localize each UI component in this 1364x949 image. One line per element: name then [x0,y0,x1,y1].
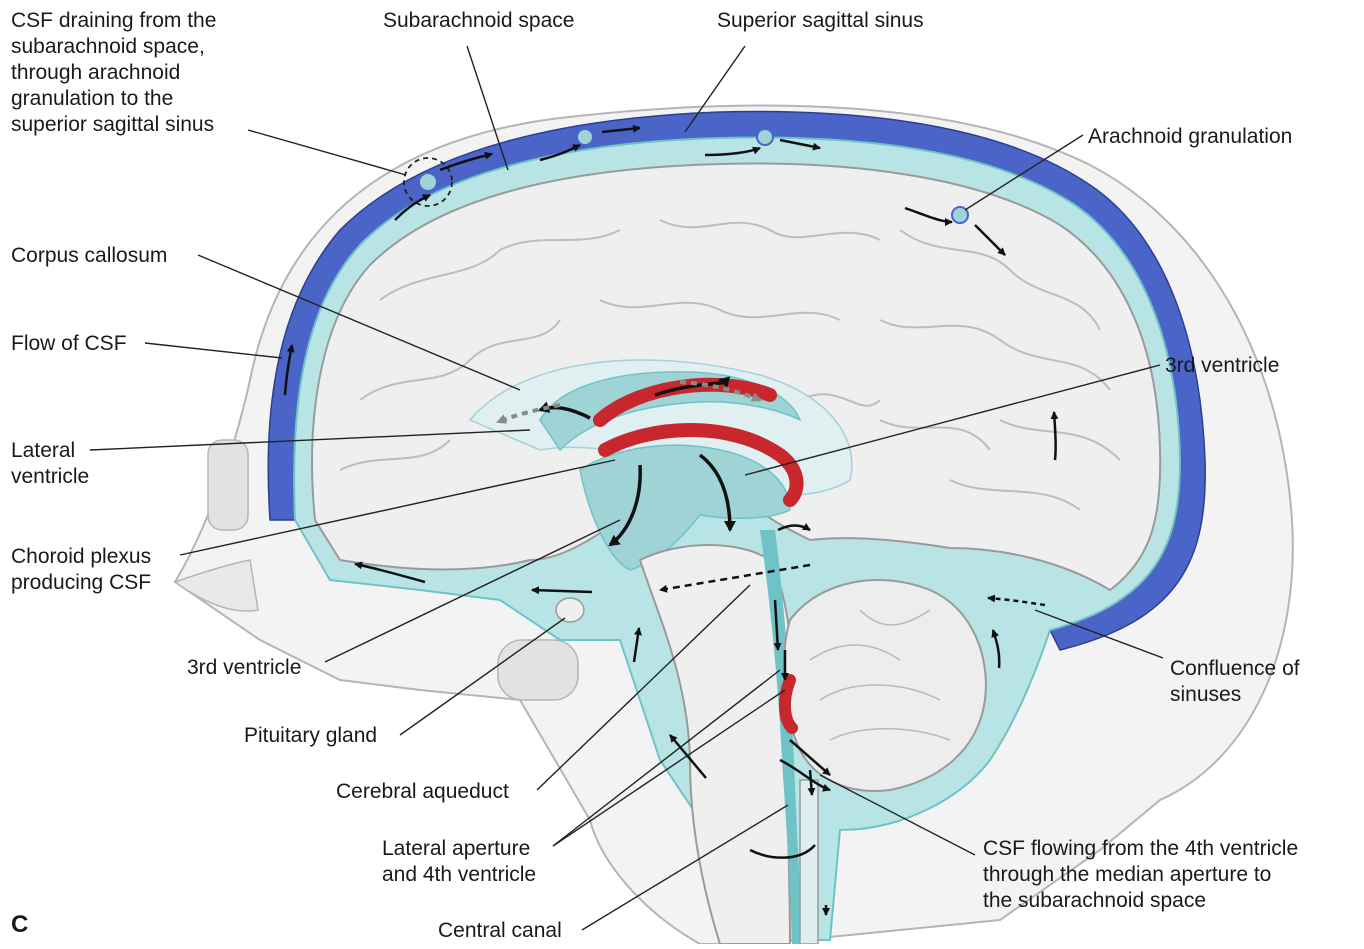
label-cerebral-aqueduct: Cerebral aqueduct [336,779,509,805]
label-third-ventricle-left: 3rd ventricle [187,655,301,681]
arachnoid-granulation-2 [577,129,593,145]
label-csf-flowing: CSF flowing from the 4th ventricle throu… [983,836,1298,914]
label-subarachnoid-space: Subarachnoid space [383,8,574,34]
label-third-ventricle-right: 3rd ventricle [1165,353,1279,379]
label-superior-sagittal-sinus: Superior sagittal sinus [717,8,924,34]
sinus-cavity-lower [498,640,578,700]
panel-letter: C [11,912,28,938]
label-pituitary-gland: Pituitary gland [244,723,377,749]
arachnoid-granulation-3 [757,129,773,145]
label-corpus-callosum: Corpus callosum [11,243,167,269]
label-central-canal: Central canal [438,918,562,944]
arachnoid-granulation-1 [419,173,437,191]
pituitary [556,598,584,622]
central-canal [800,780,818,944]
label-confluence-of-sinuses: Confluence of sinuses [1170,656,1300,708]
label-csf-draining: CSF draining from the subarachnoid space… [11,8,216,138]
label-lateral-aperture: Lateral aperture and 4th ventricle [382,836,536,888]
label-arachnoid-granulation: Arachnoid granulation [1088,124,1292,150]
label-choroid-plexus: Choroid plexus producing CSF [11,544,151,596]
sinus-cavity-upper [208,440,248,530]
label-flow-of-csf: Flow of CSF [11,331,127,357]
label-lateral-ventricle: Lateral ventricle [11,438,89,490]
